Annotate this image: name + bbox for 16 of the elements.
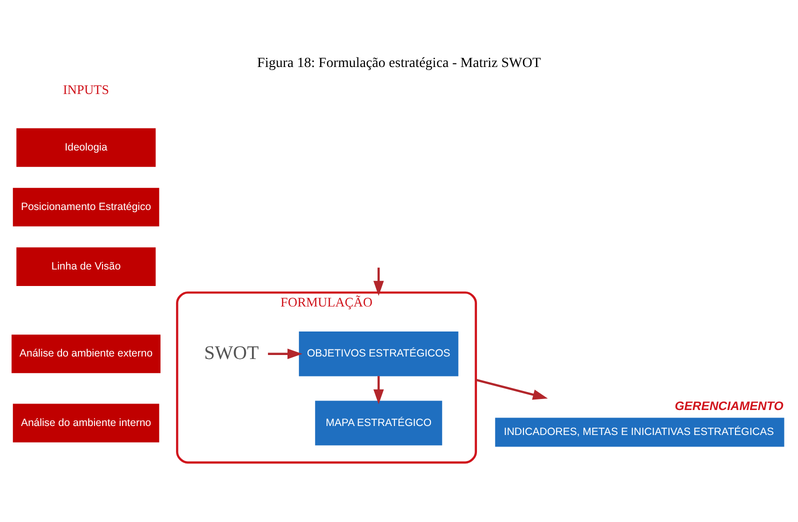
node-box: OBJETIVOS ESTRATÉGICOS xyxy=(298,332,458,376)
label: INPUTS xyxy=(63,82,110,98)
arrow xyxy=(268,348,302,360)
node-box: Posicionamento Estratégico xyxy=(12,188,160,226)
node-box: Análise do ambiente interno xyxy=(12,404,160,442)
node-label: GERENCIAMENTO xyxy=(674,399,784,414)
arrow xyxy=(476,378,548,400)
node-text: SWOT xyxy=(204,342,259,364)
node-box: Ideologia xyxy=(16,128,156,167)
node-box: Análise do ambiente externo xyxy=(12,334,160,374)
node-box: INDICADORES, METAS E INICIATIVAS ESTRATÉGICAS xyxy=(495,418,784,447)
arrow xyxy=(373,376,384,404)
node-box: Linha de Visão xyxy=(16,247,156,286)
caption: Figura 18: Formulação estratégica - Matriz SWOT xyxy=(257,56,541,72)
node-box: MAPA ESTRATÉGICO xyxy=(315,400,442,446)
arrow xyxy=(373,268,384,296)
